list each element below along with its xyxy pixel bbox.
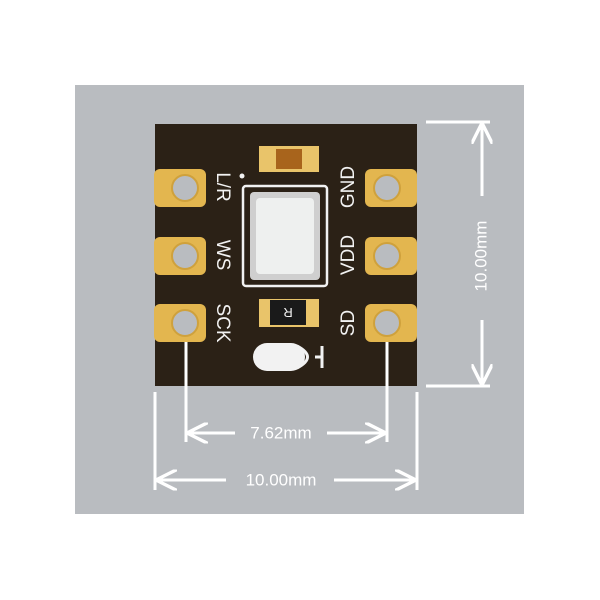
pitch-dimension-label: 7.62mm bbox=[250, 423, 311, 442]
pin-label-sd: SD bbox=[338, 310, 359, 336]
microphone-icon bbox=[253, 343, 324, 371]
left-pads bbox=[154, 169, 206, 342]
pin-label-lr: L/R bbox=[212, 172, 233, 202]
pad-right-3 bbox=[365, 304, 417, 342]
pad-left-3 bbox=[154, 304, 206, 342]
pitch-dimension bbox=[184, 342, 389, 442]
resistor-component: R bbox=[259, 299, 319, 327]
pin1-dot bbox=[239, 173, 245, 179]
width-dimension-label: 10.00mm bbox=[246, 470, 317, 489]
pin-label-sck: SCK bbox=[212, 303, 233, 342]
height-dimension-label: 10.00mm bbox=[471, 221, 490, 292]
width-dimension bbox=[153, 392, 419, 490]
pin-label-ws: WS bbox=[212, 240, 233, 271]
pad-left-2 bbox=[154, 237, 206, 275]
height-dimension bbox=[426, 120, 490, 388]
capacitor-component bbox=[259, 146, 319, 172]
pad-right-1 bbox=[365, 169, 417, 207]
pad-right-2 bbox=[365, 237, 417, 275]
microphone-module bbox=[241, 184, 329, 288]
pin-label-vdd: VDD bbox=[338, 235, 359, 275]
pin-label-gnd: GND bbox=[338, 166, 359, 208]
right-pads bbox=[365, 169, 417, 342]
resistor-label: R bbox=[283, 305, 292, 320]
pad-left-1 bbox=[154, 169, 206, 207]
